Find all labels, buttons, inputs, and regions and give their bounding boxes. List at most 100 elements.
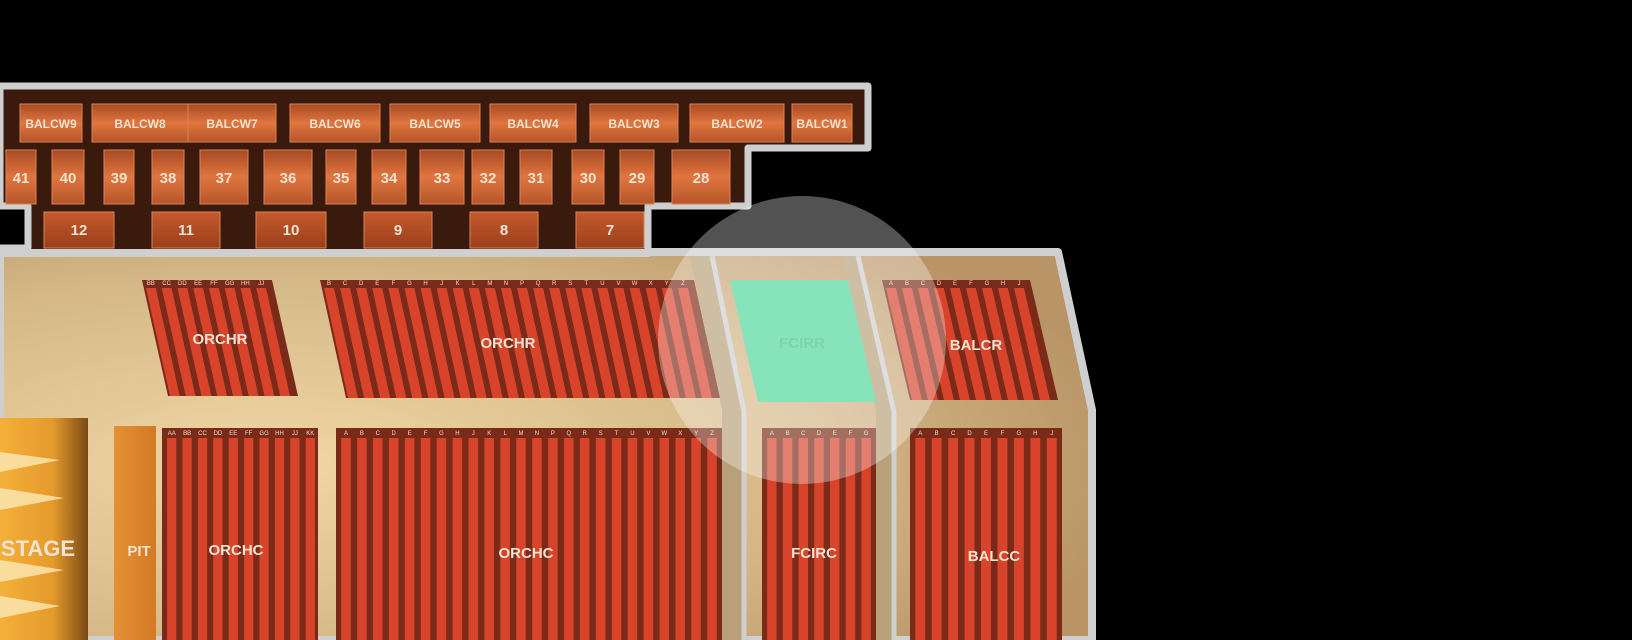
- seat-row[interactable]: [388, 288, 423, 398]
- box-32[interactable]: 32: [471, 149, 505, 205]
- seat-row[interactable]: [677, 288, 712, 398]
- seat-row[interactable]: [436, 438, 447, 640]
- box-33[interactable]: 33: [419, 149, 465, 205]
- box-balcw5[interactable]: BALCW5: [389, 103, 481, 143]
- box-balcw2[interactable]: BALCW2: [689, 103, 785, 143]
- seat-row[interactable]: [146, 288, 180, 396]
- seat-row[interactable]: [966, 288, 1002, 400]
- seat-row[interactable]: [1013, 438, 1024, 640]
- seat-row[interactable]: [228, 438, 238, 640]
- seat-row[interactable]: [548, 438, 558, 640]
- seat-row[interactable]: [213, 438, 223, 640]
- box-balcw9[interactable]: BALCW9: [19, 103, 83, 143]
- seat-row[interactable]: [998, 288, 1034, 400]
- box-9[interactable]: 9: [363, 211, 433, 249]
- box-39[interactable]: 39: [103, 149, 135, 205]
- seat-row[interactable]: [197, 438, 208, 640]
- seat-row[interactable]: [373, 438, 383, 640]
- seat-row[interactable]: [452, 438, 463, 640]
- seat-row[interactable]: [517, 288, 552, 398]
- box-28[interactable]: 28: [671, 149, 731, 205]
- box-38[interactable]: 38: [151, 149, 185, 205]
- seat-row[interactable]: [579, 438, 590, 640]
- section-fcirr[interactable]: FCIRR: [730, 280, 876, 402]
- seat-row[interactable]: [167, 438, 177, 640]
- box-29[interactable]: 29: [619, 149, 655, 205]
- seat-row[interactable]: [845, 438, 856, 640]
- box-balcw8[interactable]: BALCW8: [91, 103, 189, 143]
- seat-row[interactable]: [950, 288, 986, 400]
- seat-row[interactable]: [500, 288, 535, 398]
- seat-row[interactable]: [1030, 438, 1041, 640]
- seat-row[interactable]: [436, 288, 471, 398]
- box-balcw4[interactable]: BALCW4: [489, 103, 577, 143]
- seat-row[interactable]: [830, 438, 840, 640]
- seat-row[interactable]: [782, 438, 793, 640]
- seat-row[interactable]: [177, 288, 212, 396]
- seat-row[interactable]: [516, 438, 526, 640]
- seat-row[interactable]: [404, 288, 439, 398]
- box-balcw3[interactable]: BALCW3: [589, 103, 679, 143]
- seat-row[interactable]: [341, 438, 351, 640]
- seat-row[interactable]: [581, 288, 616, 398]
- seat-row[interactable]: [981, 438, 991, 640]
- seat-row[interactable]: [948, 438, 959, 640]
- seat-row[interactable]: [798, 438, 808, 640]
- seat-row[interactable]: [565, 288, 600, 398]
- box-37[interactable]: 37: [199, 149, 249, 205]
- seat-row[interactable]: [484, 438, 494, 640]
- box-40[interactable]: 40: [51, 149, 85, 205]
- seat-row[interactable]: [886, 288, 922, 400]
- seat-row[interactable]: [645, 288, 680, 398]
- seat-row[interactable]: [224, 288, 259, 396]
- seat-row[interactable]: [595, 438, 606, 640]
- seat-row[interactable]: [934, 288, 970, 400]
- seat-row[interactable]: [627, 438, 638, 640]
- seat-row[interactable]: [629, 288, 664, 398]
- seat-row[interactable]: [964, 438, 975, 640]
- seat-row[interactable]: [997, 438, 1008, 640]
- box-balcw6[interactable]: BALCW6: [289, 103, 381, 143]
- seat-row[interactable]: [274, 438, 285, 640]
- box-10[interactable]: 10: [255, 211, 327, 249]
- seat-row[interactable]: [420, 438, 431, 640]
- seat-row[interactable]: [259, 438, 269, 640]
- seat-row[interactable]: [193, 288, 228, 396]
- box-31[interactable]: 31: [519, 149, 553, 205]
- seat-row[interactable]: [767, 438, 777, 640]
- box-7[interactable]: 7: [575, 211, 645, 249]
- seat-row[interactable]: [356, 288, 391, 398]
- seat-row[interactable]: [902, 288, 938, 400]
- seat-row[interactable]: [468, 438, 479, 640]
- seat-row[interactable]: [500, 438, 510, 640]
- box-12[interactable]: 12: [43, 211, 115, 249]
- seat-row[interactable]: [468, 288, 503, 398]
- seat-row[interactable]: [209, 288, 243, 396]
- box-balcw1[interactable]: BALCW1: [791, 103, 853, 143]
- seat-row[interactable]: [357, 438, 367, 640]
- seat-row[interactable]: [161, 288, 196, 396]
- seat-row[interactable]: [659, 438, 670, 640]
- seat-row[interactable]: [1046, 438, 1057, 640]
- seat-row[interactable]: [244, 438, 254, 640]
- box-8[interactable]: 8: [469, 211, 539, 249]
- seat-row[interactable]: [613, 288, 648, 398]
- seat-row[interactable]: [931, 438, 942, 640]
- box-balcw7[interactable]: BALCW7: [187, 103, 277, 143]
- seat-row[interactable]: [918, 288, 954, 400]
- seat-row[interactable]: [1014, 288, 1050, 400]
- seat-row[interactable]: [564, 438, 574, 640]
- seat-row[interactable]: [305, 438, 315, 640]
- box-41[interactable]: 41: [5, 149, 37, 205]
- seat-row[interactable]: [452, 288, 487, 398]
- seat-row[interactable]: [182, 438, 192, 640]
- seat-row[interactable]: [324, 288, 358, 398]
- seat-row[interactable]: [420, 288, 455, 398]
- seat-row[interactable]: [372, 288, 407, 398]
- seat-row[interactable]: [861, 438, 871, 640]
